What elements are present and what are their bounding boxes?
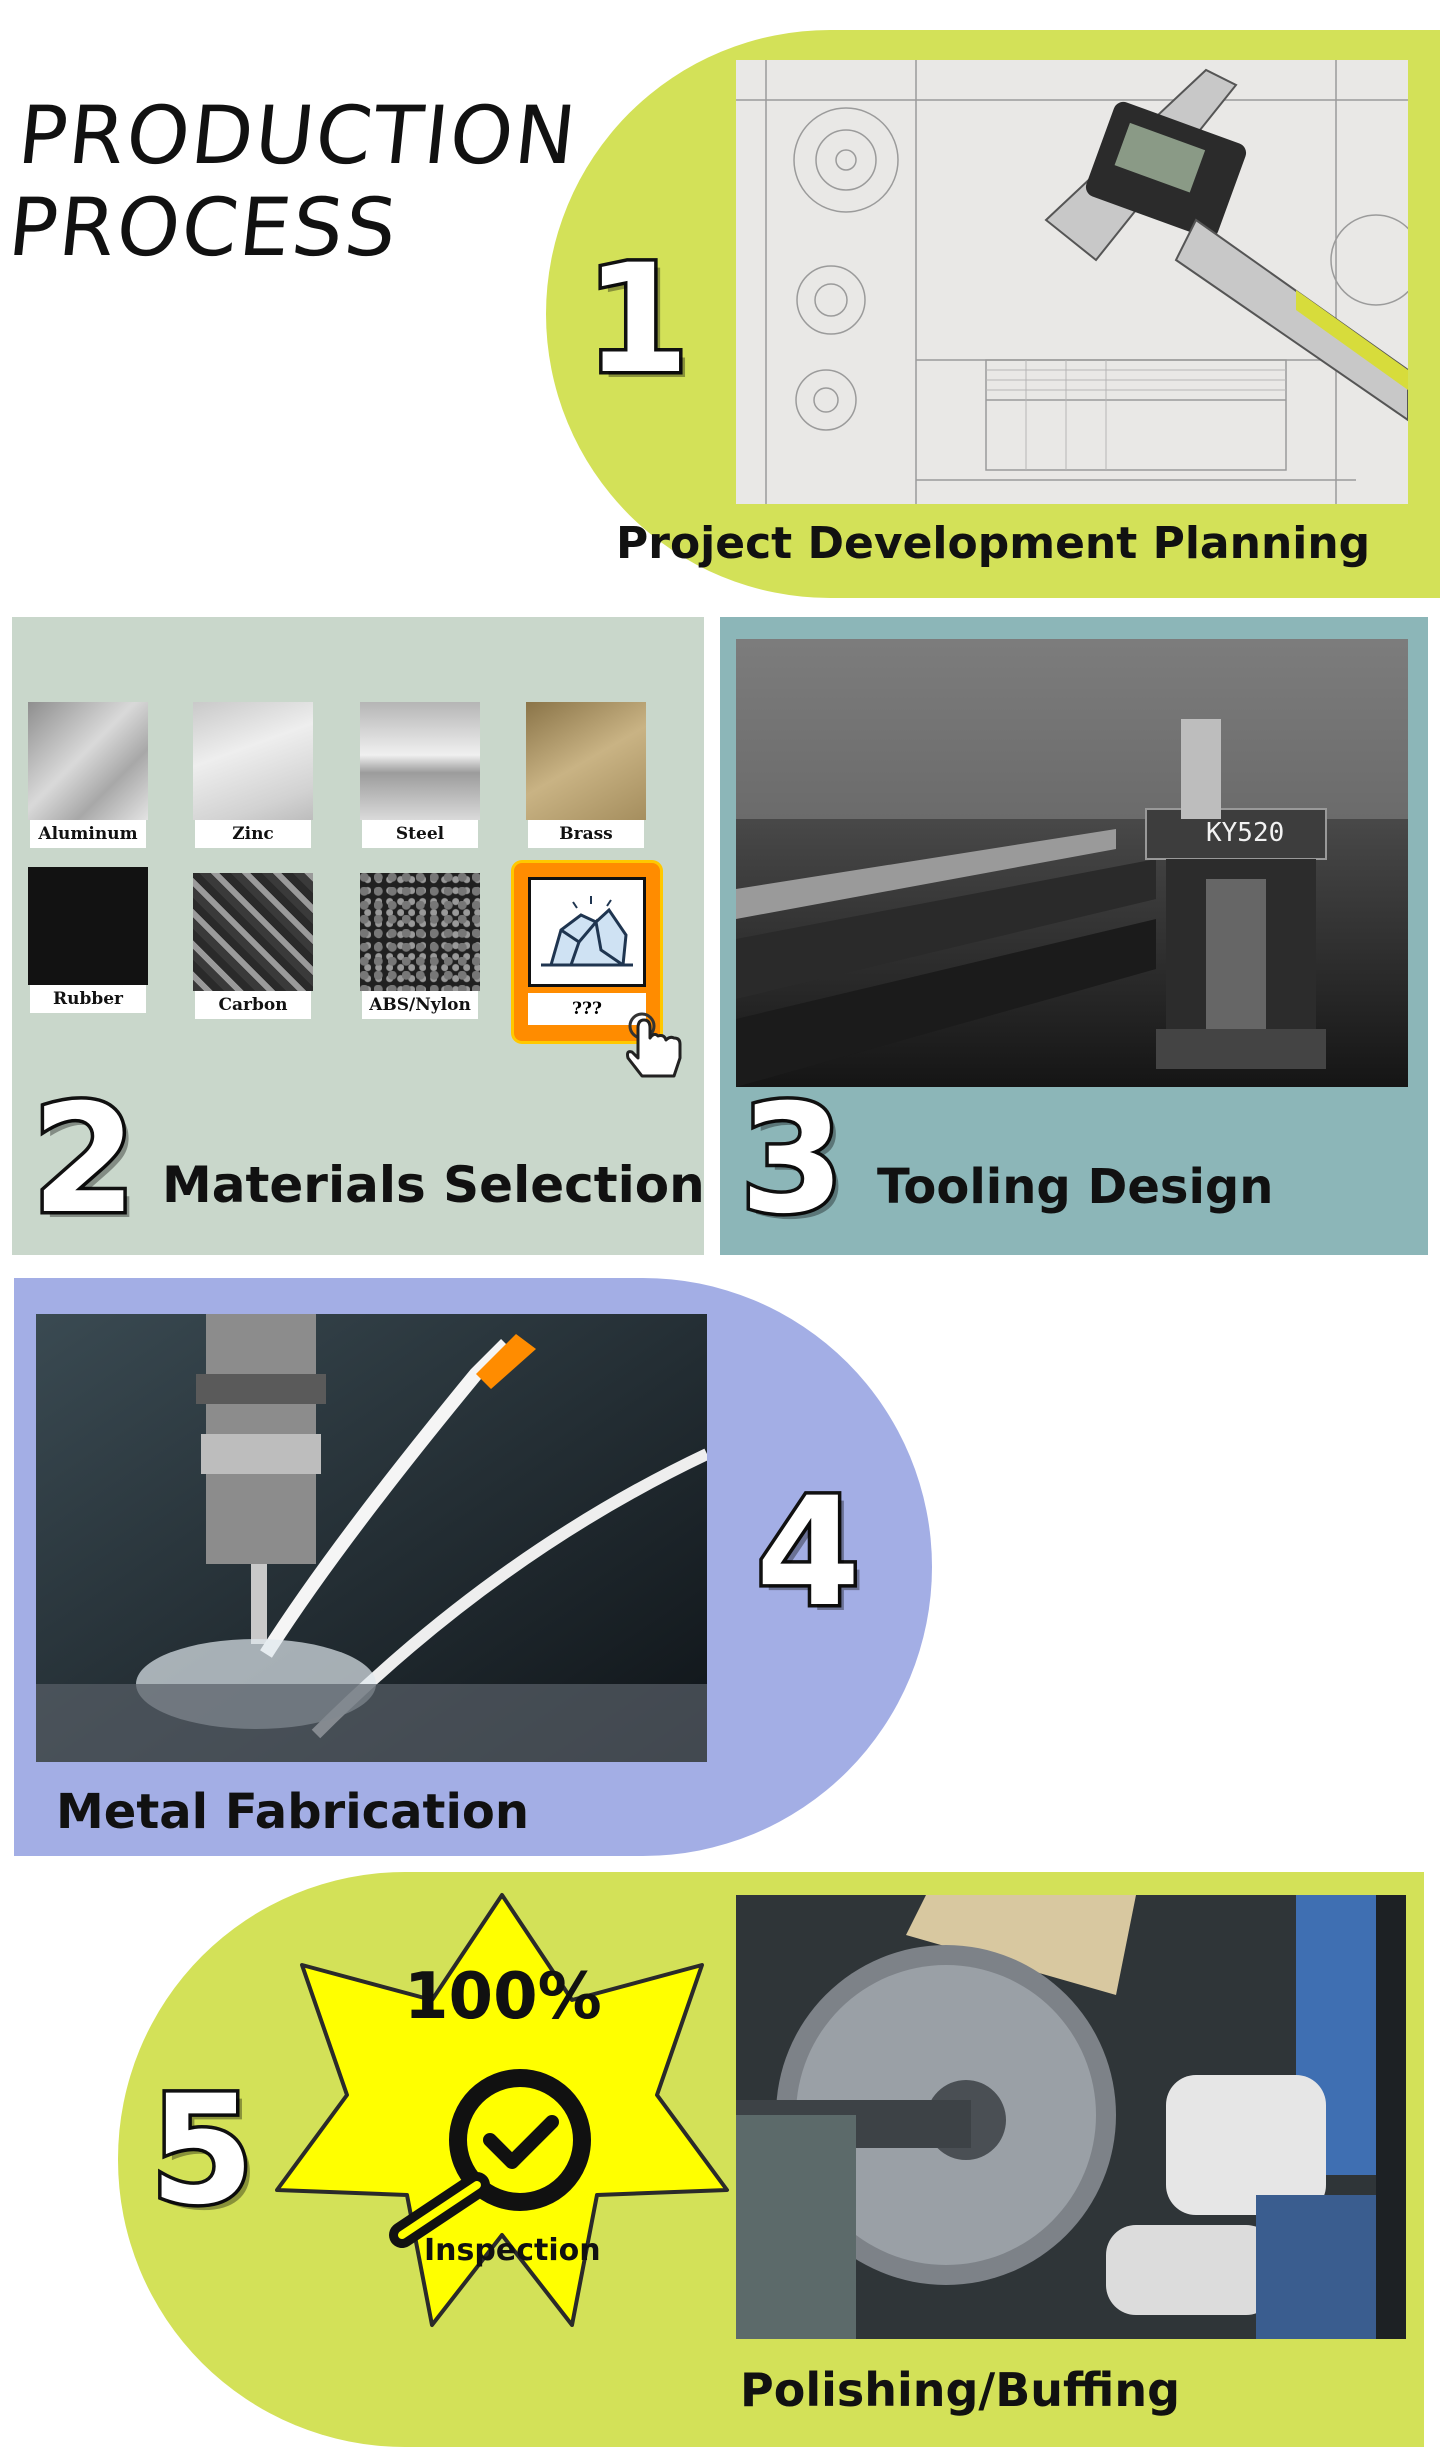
page-title-line2: PROCESS [4, 181, 403, 274]
carbon-texture [193, 873, 313, 991]
step-4-number: 4 [752, 1466, 863, 1640]
step-3-label: Tooling Design [877, 1159, 1274, 1215]
material-label: Brass [528, 820, 644, 848]
steel-texture [360, 702, 480, 820]
material-swatch-carbon[interactable]: Carbon [193, 873, 313, 1023]
material-swatch-brass[interactable]: Brass [526, 702, 646, 852]
step-5-label: Polishing/Buffing [740, 2363, 1181, 2417]
material-swatch-steel[interactable]: Steel [360, 702, 480, 852]
inspection-percent: 100% [404, 1960, 602, 2034]
hand-pointer-icon [624, 1010, 692, 1082]
material-swatch-aluminum[interactable]: Aluminum [28, 702, 148, 852]
step-5-number: 5 [146, 2064, 257, 2238]
abs-nylon-texture [360, 873, 480, 991]
step-1-label: Project Development Planning [616, 518, 1371, 569]
material-label: Zinc [195, 820, 311, 848]
page-title: PRODUCTION PROCESS [4, 89, 582, 274]
die-marking: KY520 [1206, 818, 1284, 848]
step-2-label: Materials Selection [162, 1156, 705, 1214]
step-3-number: 3 [736, 1073, 847, 1247]
inspection-star-badge [272, 1890, 732, 2330]
step-3-image: KY520 [736, 639, 1408, 1087]
step-5-image [736, 1895, 1406, 2339]
step-4-image [36, 1314, 707, 1762]
step-4-label: Metal Fabrication [56, 1784, 530, 1840]
page-title-line1: PRODUCTION [14, 89, 582, 182]
material-swatch-zinc[interactable]: Zinc [193, 702, 313, 852]
material-label: Aluminum [30, 820, 146, 848]
step-1-image [736, 60, 1408, 504]
step-1-number: 1 [581, 233, 692, 407]
rock-icon [541, 896, 633, 967]
material-swatch-unknown[interactable]: ??? [514, 863, 660, 1041]
material-label: Carbon [195, 991, 311, 1019]
material-swatch-rubber[interactable]: Rubber [28, 867, 148, 1017]
material-swatch-abs-nylon[interactable]: ABS/Nylon [360, 873, 480, 1023]
material-label: Steel [362, 820, 478, 848]
material-label: ABS/Nylon [362, 991, 478, 1019]
rubber-texture [28, 867, 148, 985]
inspection-text: Inspection [424, 2233, 601, 2268]
aluminum-texture [28, 702, 148, 820]
brass-texture [526, 702, 646, 820]
material-label: ??? [572, 999, 602, 1019]
zinc-texture [193, 702, 313, 820]
material-label: Rubber [30, 985, 146, 1013]
step-2-number: 2 [28, 1073, 139, 1247]
